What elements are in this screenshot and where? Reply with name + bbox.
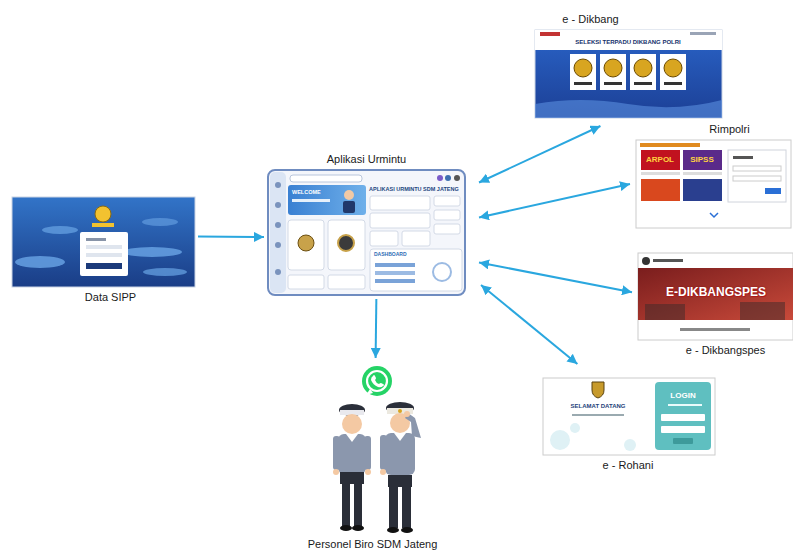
connector-arrow (479, 263, 632, 293)
node-caption: Personel Biro SDM Jateng (308, 538, 438, 551)
screen-text: APLIKASI URMINTU SDM JATENG (369, 186, 459, 192)
screen-text: E-DIKBANGSPES (666, 286, 766, 300)
screen-text: DASHBOARD (374, 252, 407, 258)
screen-text: SELEKSI TERPADU DIKBANG POLRI (575, 39, 681, 46)
sipp-screenshot (12, 197, 195, 287)
screenshot-node: Data SIPP (12, 197, 195, 287)
connector-arrow (375, 299, 378, 358)
personnel-node: Personel Biro SDM Jateng (330, 362, 425, 534)
screen-text: ARPOL (646, 155, 674, 164)
dikbangspes-screenshot (638, 253, 793, 340)
node-caption: Aplikasi Urmintu (327, 153, 406, 166)
police-figures (333, 402, 421, 533)
whatsapp-icon (362, 366, 392, 396)
screen-text: SELAMAT DATANG (571, 403, 626, 410)
connector-arrow (479, 126, 600, 183)
rohani-screenshot (543, 378, 715, 455)
node-caption: e - Rohani (603, 459, 654, 472)
urmintu-screenshot (268, 170, 465, 295)
node-caption: Data SIPP (85, 291, 136, 304)
node-caption: e - Dikbangspes (686, 344, 766, 357)
node-caption: Rimpolri (709, 123, 749, 136)
node-caption: e - Dikbang (562, 13, 618, 26)
connector-arrow (479, 184, 630, 218)
rimpolri-screenshot (636, 140, 791, 228)
dikbang-screenshot (535, 30, 722, 118)
screen-text: SIPSS (690, 155, 714, 164)
connector-arrow (198, 236, 264, 238)
connector-arrow (481, 285, 577, 364)
screen-text: LOGIN (670, 391, 695, 400)
screenshot-node: e - Rohani (543, 378, 715, 455)
screenshot-node: Rimpolri (636, 140, 791, 228)
screen-text: WELCOME (292, 189, 321, 195)
